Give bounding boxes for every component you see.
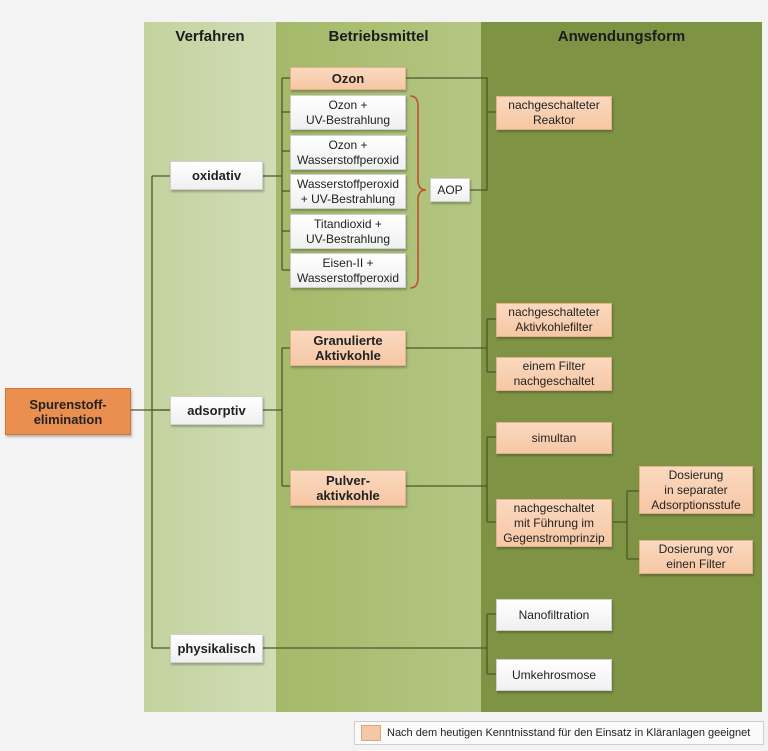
column-header-betriebsmittel: Betriebsmittel	[328, 28, 429, 45]
node-gegenstrom: nachgeschaltet mit Führung im Gegenstrom…	[496, 499, 612, 547]
root-node-spurenstoffelimination: Spurenstoff- elimination	[5, 388, 131, 435]
node-dosierung-vor-filter: Dosierung vor einen Filter	[639, 540, 753, 574]
legend: Nach dem heutigen Kenntnisstand für den …	[354, 721, 764, 745]
node-h2o2-uv: Wasserstoffperoxid + UV-Bestrahlung	[290, 174, 406, 209]
connector-ozon-out	[406, 77, 488, 191]
legend-text: Nach dem heutigen Kenntnisstand für den …	[387, 727, 751, 739]
aop-brace	[409, 95, 427, 289]
node-nanofiltration: Nanofiltration	[496, 599, 612, 631]
node-ozon: Ozon	[290, 67, 406, 90]
node-einem-filter-nachgeschaltet: einem Filter nachgeschaltet	[496, 357, 612, 391]
node-oxidativ: oxidativ	[170, 161, 263, 190]
node-tio2-uv: Titandioxid + UV-Bestrahlung	[290, 214, 406, 249]
node-nachgeschalteter-aktivkohlefilter: nachgeschalteter Aktivkohlefilter	[496, 303, 612, 337]
node-granulierte-aktivkohle: Granulierte Aktivkohle	[290, 330, 406, 366]
node-ozon-uv: Ozon + UV-Bestrahlung	[290, 95, 406, 130]
node-physikalisch: physikalisch	[170, 634, 263, 663]
column-verfahren: Verfahren	[144, 22, 276, 712]
node-ozon-h2o2: Ozon + Wasserstoffperoxid	[290, 135, 406, 170]
node-nachgeschalteter-reaktor: nachgeschalteter Reaktor	[496, 96, 612, 130]
column-header-anwendungsform: Anwendungsform	[557, 28, 686, 45]
node-fe-h2o2: Eisen-II + Wasserstoffperoxid	[290, 253, 406, 288]
column-header-verfahren: Verfahren	[175, 28, 245, 45]
node-umkehrosmose: Umkehrosmose	[496, 659, 612, 691]
node-adsorptiv: adsorptiv	[170, 396, 263, 425]
node-simultan: simultan	[496, 422, 612, 454]
node-aop: AOP	[430, 178, 470, 202]
node-dosierung-separate-stufe: Dosierung in separater Adsorptionsstufe	[639, 466, 753, 514]
legend-swatch	[361, 725, 381, 741]
node-pulveraktivkohle: Pulver- aktivkohle	[290, 470, 406, 506]
